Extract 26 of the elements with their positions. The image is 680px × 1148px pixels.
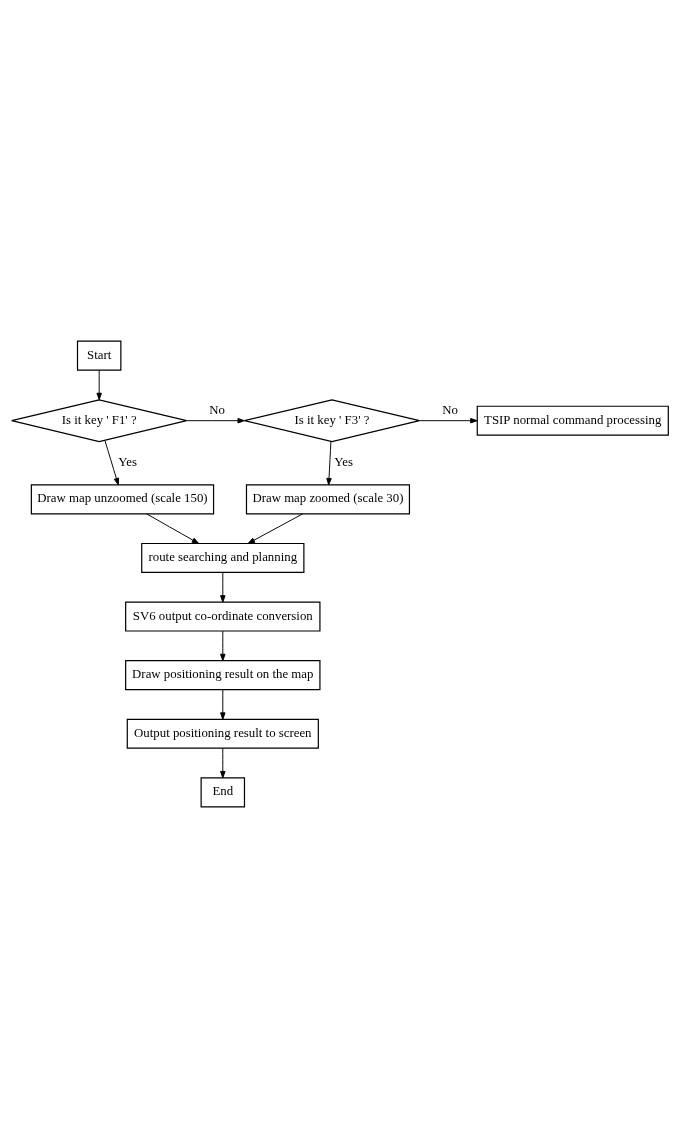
edge-label: No xyxy=(442,403,458,418)
node-box: Output positioning result to screen xyxy=(126,718,319,749)
node-box: TSIP normal command processing xyxy=(476,405,669,436)
node-box: route searching and planning xyxy=(141,542,305,573)
arrow xyxy=(220,572,226,603)
arrow xyxy=(186,417,245,424)
arrow xyxy=(146,513,200,544)
node-diamond: Is it key ' F1' ? xyxy=(11,399,188,443)
arrow xyxy=(220,747,226,779)
node-box: Draw map zoomed (scale 30) xyxy=(245,484,411,515)
node-box: End xyxy=(200,777,246,808)
arrow xyxy=(104,440,120,486)
arrow xyxy=(96,369,102,401)
node-box: Start xyxy=(76,340,122,371)
node-diamond: Is it key ' F3' ? xyxy=(243,399,421,443)
arrow xyxy=(220,689,226,720)
arrow xyxy=(419,417,478,424)
node-box: SV6 output co-ordinate conversion xyxy=(125,601,321,632)
node-box: Draw positioning result on the map xyxy=(125,660,321,691)
edge-label: Yes xyxy=(118,455,138,470)
arrow xyxy=(247,513,304,544)
node-box: Draw map unzoomed (scale 150) xyxy=(30,484,215,515)
arrow xyxy=(326,440,332,486)
arrow xyxy=(220,630,226,662)
edge-label: Yes xyxy=(334,455,353,470)
edge-label: No xyxy=(209,403,226,418)
